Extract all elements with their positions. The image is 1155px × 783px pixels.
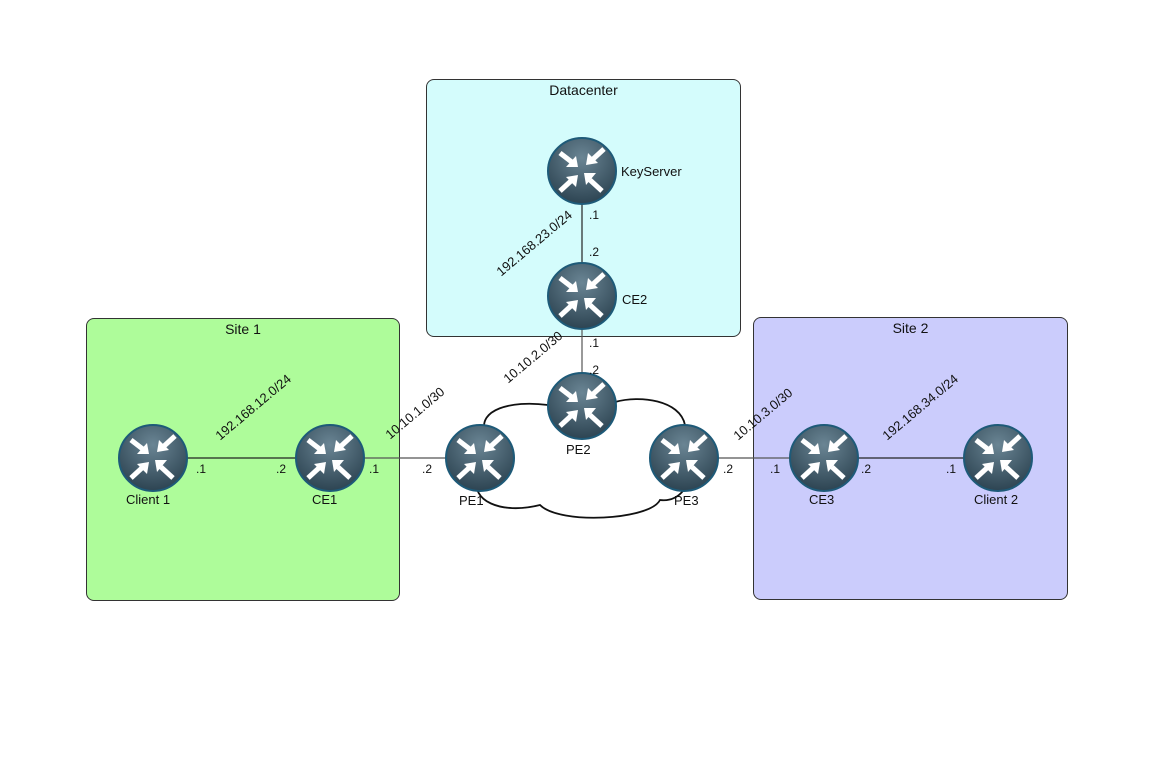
device-label-pe2: PE2 (566, 442, 591, 457)
device-label-pe1: PE1 (459, 493, 484, 508)
iface-keyserver: .1 (589, 208, 600, 222)
iface-ce1-wan: .1 (369, 462, 380, 476)
iface-ce3-wan: .1 (770, 462, 781, 476)
router-icon (649, 424, 719, 492)
router-icon (295, 424, 365, 492)
router-icon (445, 424, 515, 492)
iface-ce1-lan: .2 (276, 462, 287, 476)
router-pe2[interactable] (546, 370, 618, 442)
router-icon (547, 262, 617, 330)
zone-title: Site 1 (225, 321, 261, 337)
router-ce1[interactable] (294, 422, 366, 494)
iface-pe2: .2 (589, 363, 600, 377)
iface-ce2-wan: .1 (589, 336, 600, 350)
router-client1[interactable] (117, 422, 189, 494)
router-client2[interactable] (962, 422, 1034, 494)
router-keyserver[interactable] (546, 135, 618, 207)
iface-ce2-lan: .2 (589, 245, 600, 259)
iface-ce3-lan: .2 (861, 462, 872, 476)
router-icon (789, 424, 859, 492)
router-ce2[interactable] (546, 260, 618, 332)
device-label-ce2: CE2 (622, 292, 648, 307)
device-label-ce3: CE3 (809, 492, 835, 507)
router-icon (963, 424, 1033, 492)
iface-pe3: .2 (723, 462, 734, 476)
router-ce3[interactable] (788, 422, 860, 494)
iface-client2: .1 (946, 462, 957, 476)
router-icon (547, 372, 617, 440)
device-label-client2: Client 2 (974, 492, 1019, 507)
device-label-ce1: CE1 (312, 492, 338, 507)
zone-title: Datacenter (549, 82, 618, 98)
router-pe3[interactable] (648, 422, 720, 494)
router-icon (547, 137, 617, 205)
zone-title: Site 2 (892, 320, 929, 336)
device-label-client1: Client 1 (126, 492, 171, 507)
iface-client1: .1 (196, 462, 207, 476)
device-label-keyserver: KeyServer (621, 164, 682, 179)
router-icon (118, 424, 188, 492)
device-label-pe3: PE3 (674, 493, 699, 508)
iface-pe1: .2 (422, 462, 433, 476)
router-pe1[interactable] (444, 422, 516, 494)
